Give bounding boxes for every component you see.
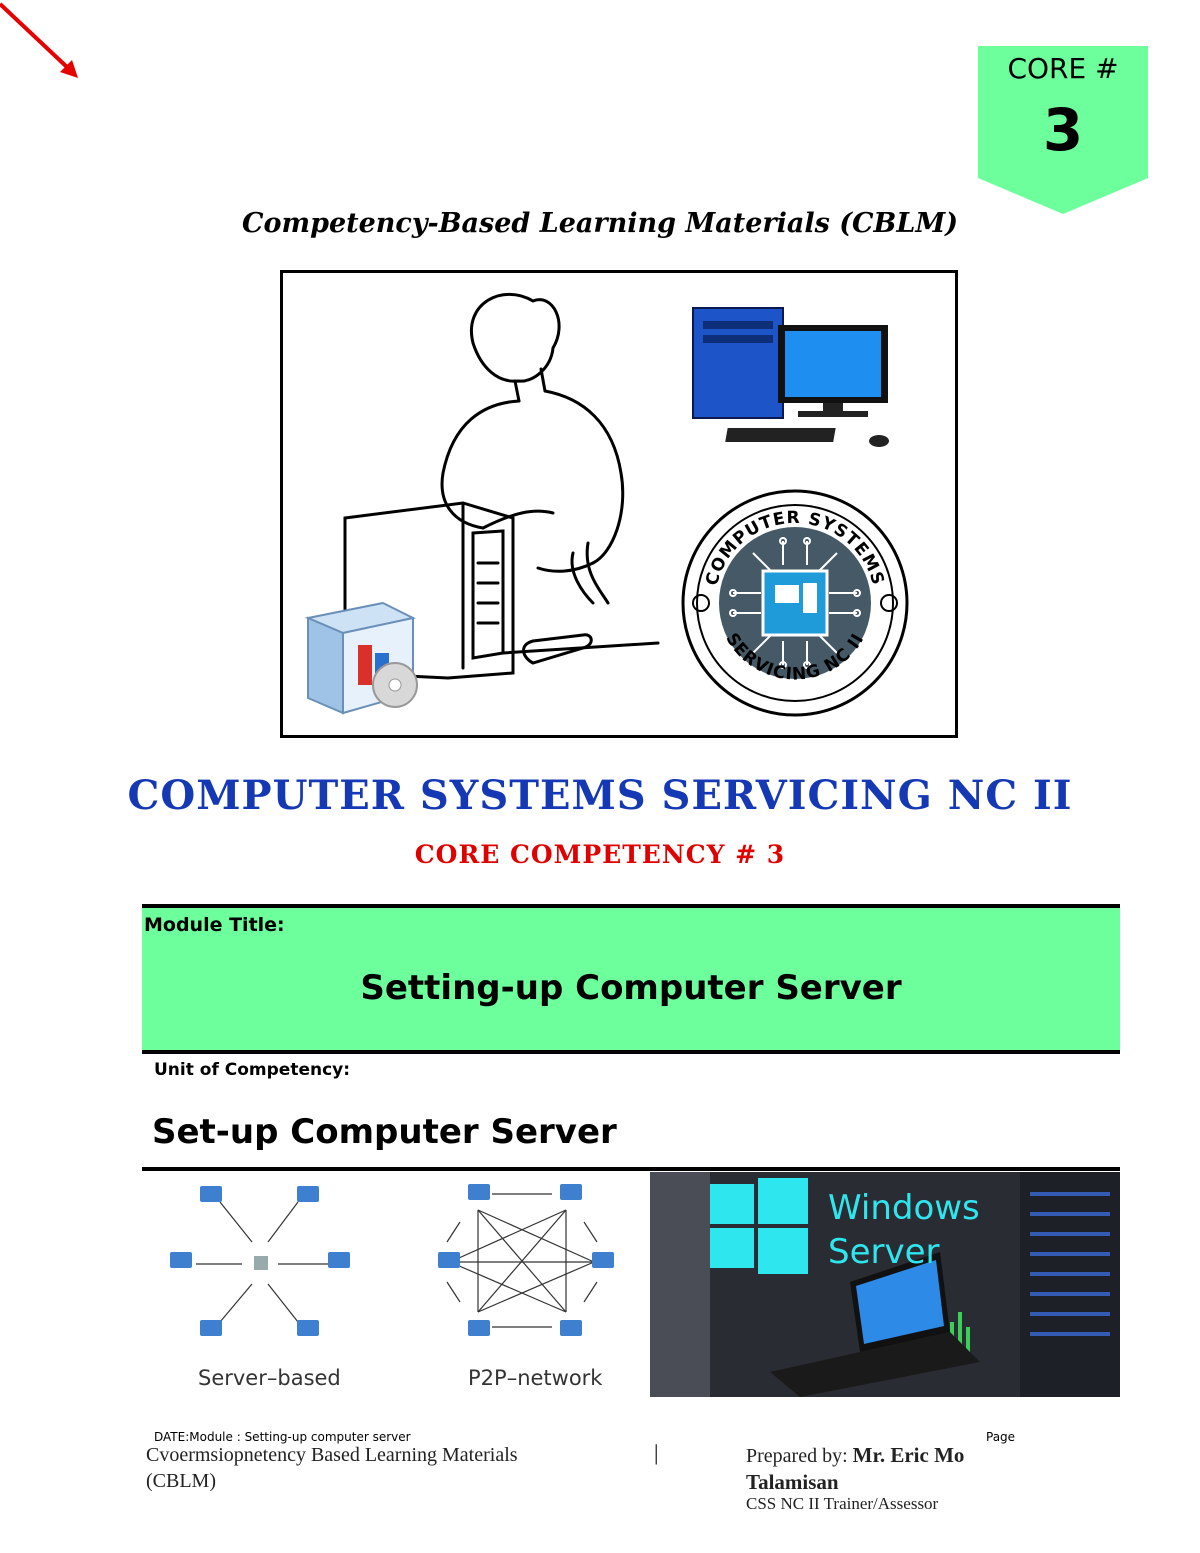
server-based-caption: Server–based: [198, 1366, 341, 1390]
author-name-1: Mr. Eric Mo: [852, 1443, 965, 1467]
cblm-heading: Competency-Based Learning Materials (CBL…: [242, 208, 958, 239]
desktop-computer-icon: [692, 307, 889, 447]
windows-server-text: Windows Server: [828, 1186, 980, 1274]
program-title: COMPUTER SYSTEMS SERVICING NC II: [127, 772, 1073, 819]
unit-of-competency-label: Unit of Competency:: [154, 1060, 351, 1080]
divider-rule: [142, 1167, 1120, 1171]
author-name-2: Talamisan: [746, 1470, 839, 1494]
prepared-by-label: Prepared by:: [746, 1445, 848, 1467]
footer-prepared-block: Prepared by: Mr. Eric Mo Talamisan: [746, 1442, 964, 1496]
module-title-value: Setting-up Computer Server: [360, 968, 902, 1008]
p2p-network-caption: P2P–network: [468, 1366, 603, 1390]
windows-text: Windows: [828, 1188, 980, 1228]
author-role: CSS NC II Trainer/Assessor: [746, 1494, 939, 1513]
pc-icons: [170, 1184, 614, 1336]
footer-left-block: Cvoermsiopnetency Based Learning Materia…: [146, 1442, 606, 1494]
module-title-box: Module Title: Setting-up Computer Server: [142, 904, 1120, 1054]
footer-left-line1: Cvoermsiopnetency Based Learning Materia…: [146, 1444, 518, 1466]
footer-page-label: Page: [986, 1430, 1016, 1444]
windows-logo-icon: [710, 1178, 808, 1274]
css-emblem-icon: COMPUTER SYSTEMS SERVICING NC II: [681, 489, 909, 717]
footer-date-line: DATE:Module : Setting-up computer server: [154, 1430, 411, 1444]
server-text: Server: [828, 1232, 940, 1272]
hero-illustration: COMPUTER SYSTEMS SERVICING NC II: [280, 270, 958, 738]
software-box-icon: [304, 601, 418, 715]
network-topology-figure: Server–based P2P–network: [142, 1172, 650, 1397]
core-badge: CORE # 3: [978, 46, 1148, 214]
core-badge-label: CORE #: [1007, 52, 1119, 85]
unit-of-competency-value: Set-up Computer Server: [152, 1112, 617, 1152]
core-competency-title: CORE COMPETENCY # 3: [414, 840, 786, 869]
technician-sketch-icon: [343, 292, 660, 680]
module-title-label: Module Title:: [144, 914, 285, 936]
red-arrow-icon: [0, 2, 78, 78]
windows-server-photo: Windows Server: [650, 1172, 1120, 1397]
footer-divider: |: [654, 1440, 659, 1465]
core-badge-number: 3: [1042, 96, 1084, 164]
footer-left-line2: (CBLM): [146, 1470, 216, 1492]
